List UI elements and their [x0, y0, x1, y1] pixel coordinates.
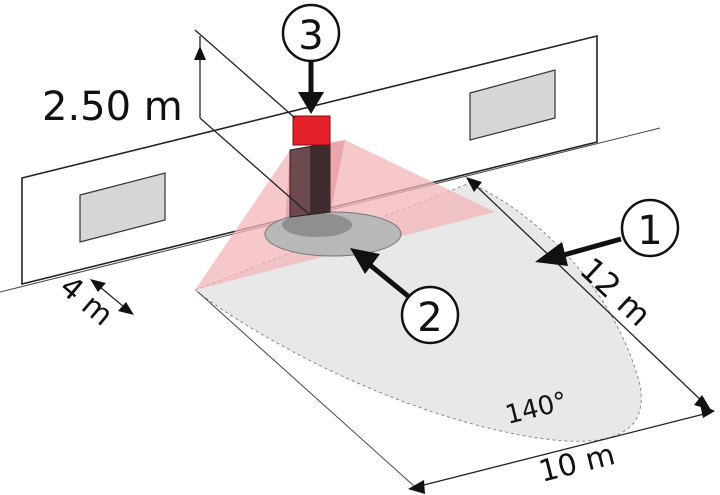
- callout-1-arrow-line: [559, 236, 622, 259]
- callout-2-arrow-line: [368, 263, 410, 298]
- callout-3-arrowhead: [298, 92, 324, 114]
- range-arrow-top: [466, 177, 482, 192]
- range-dim-line: [471, 181, 706, 405]
- callout-1-arrowhead: [535, 242, 568, 266]
- base-label: 10 m: [535, 437, 618, 490]
- sensor-mast-side: [310, 143, 330, 214]
- callout-3-number: 3: [298, 13, 323, 59]
- range-arrow-bottom: [694, 395, 711, 410]
- window-left: [79, 172, 166, 243]
- callout-2-circle: [400, 285, 460, 345]
- sensor-head: [292, 115, 331, 146]
- callout-2-number: 2: [417, 295, 442, 341]
- base-dim-line: [411, 411, 713, 489]
- callout-1-circle: [620, 198, 680, 258]
- callout-1-number: 1: [637, 208, 662, 254]
- callout-2-arrowhead: [350, 248, 380, 274]
- height-label: 2.50 m: [42, 84, 183, 130]
- offset-label: 4 m: [53, 269, 120, 333]
- height-extension-line: [194, 29, 296, 119]
- inner-zone-inner: [282, 213, 352, 237]
- window-right: [469, 69, 556, 141]
- height-arrow-up: [194, 46, 206, 60]
- base-arrow-left: [408, 480, 425, 494]
- mast-to-ground-line: [199, 117, 311, 216]
- base-arrow-right: [700, 404, 715, 418]
- base-extension-line: [197, 291, 415, 487]
- callout-3-circle: [281, 3, 341, 63]
- offset-arrow-2: [118, 302, 134, 315]
- offset-arrow: [90, 279, 106, 292]
